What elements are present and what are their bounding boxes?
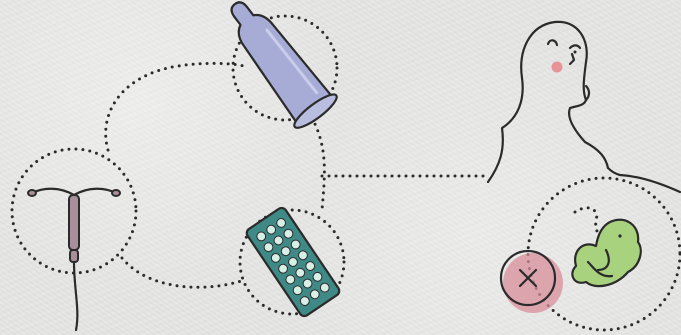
connector-loop: [106, 63, 244, 150]
cheek: [552, 62, 563, 73]
cross-icon: [501, 251, 563, 313]
connector-condom-to-pill: [312, 118, 324, 210]
condom-icon: [214, 0, 340, 132]
person-icon: [488, 22, 608, 182]
fetus-icon: [572, 220, 640, 286]
iud-icon: [28, 189, 120, 330]
pill-pack-icon: [245, 206, 341, 318]
connector-iud-to-pill: [122, 258, 244, 287]
